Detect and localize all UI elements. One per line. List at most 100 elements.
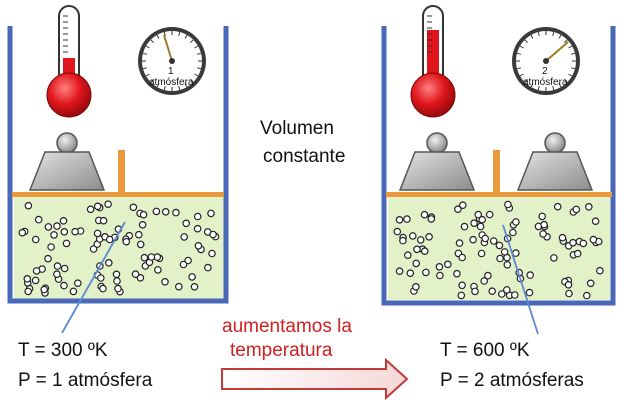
gas-particle	[553, 202, 562, 211]
left-pointer-line	[61, 221, 126, 334]
gas-particle	[44, 254, 52, 263]
gas-particle	[180, 233, 189, 241]
right-pressure: P = 2 atmósferas	[440, 370, 584, 391]
gas-particle	[420, 247, 429, 256]
gas-particle	[416, 236, 425, 244]
gas-particle	[207, 209, 215, 218]
gas-particle	[504, 200, 512, 209]
gas-particle	[122, 237, 131, 246]
gas-particle	[172, 208, 180, 217]
gas-particle	[564, 280, 573, 289]
left-gauge-value: 1	[168, 66, 174, 77]
gas-particle	[457, 291, 466, 300]
gas-particle	[488, 287, 497, 296]
right-pressure-gauge	[512, 27, 580, 95]
gas-particle	[60, 281, 68, 290]
gas-particle	[24, 287, 33, 296]
gas-particle	[408, 232, 417, 240]
gas-particle	[422, 268, 430, 277]
gas-particle	[589, 235, 598, 244]
gas-particle	[540, 220, 548, 229]
gas-particle	[550, 254, 558, 262]
gas-particle	[403, 215, 411, 223]
gas-particle	[74, 279, 82, 288]
gas-particle	[23, 274, 32, 283]
left-container	[7, 26, 229, 304]
left-piston	[12, 192, 224, 197]
gas-particle	[460, 222, 469, 231]
gas-particle	[395, 267, 404, 276]
gas-particle	[582, 291, 591, 300]
gas-particle	[436, 271, 444, 280]
gas-particle	[512, 218, 520, 226]
gas-particle	[412, 259, 421, 268]
left-pressure-gauge	[138, 27, 206, 95]
gas-particle	[50, 231, 58, 239]
gas-particle	[62, 239, 71, 248]
gas-particle	[204, 263, 212, 272]
right-temperature: T = 600 ºK	[440, 340, 530, 361]
gas-particle	[525, 288, 534, 297]
gas-particle	[161, 208, 170, 216]
gas-particle	[53, 262, 62, 270]
arrow-label-line2: temperatura	[230, 340, 333, 361]
right-gauge-unit: atmósfera	[523, 77, 568, 88]
gas-particle	[184, 256, 192, 265]
gas-particle	[558, 233, 567, 242]
gas-particle	[129, 203, 138, 212]
gas-particle	[503, 260, 512, 269]
gas-particle	[496, 254, 504, 263]
gas-particle	[113, 277, 121, 285]
gas-particle	[471, 287, 479, 296]
gas-particle	[427, 215, 436, 223]
gas-particle	[393, 227, 402, 236]
gas-particle	[469, 235, 477, 244]
gas-particle	[69, 287, 78, 296]
gas-particle	[193, 212, 202, 221]
gas-particle	[569, 238, 577, 247]
gas-particle	[112, 270, 121, 279]
gas-particle	[453, 269, 461, 278]
gas-particle	[579, 239, 588, 248]
gas-particle	[86, 205, 95, 214]
gas-particle	[71, 227, 79, 236]
left-gauge-needle	[163, 34, 173, 62]
gas-particle	[136, 273, 145, 282]
gas-particle	[190, 282, 199, 291]
gas-particle	[175, 282, 183, 291]
gas-particle	[161, 277, 169, 286]
right-gauge-value: 2	[542, 66, 548, 77]
gas-particle	[209, 230, 217, 239]
volume-label-line1: Volumen	[260, 118, 334, 139]
right-weight-2	[516, 132, 594, 191]
gas-particle	[104, 200, 112, 209]
gas-particle	[509, 228, 517, 237]
gas-particle	[18, 228, 27, 237]
right-gauge-needle	[545, 41, 569, 62]
left-pressure: P = 1 atmósfera	[18, 370, 153, 391]
gas-particle	[97, 274, 105, 282]
gas-particle	[420, 210, 429, 219]
gas-particle	[105, 235, 114, 244]
gas-particle	[458, 253, 467, 262]
gas-particle	[53, 222, 61, 230]
gas-particle	[502, 286, 511, 294]
left-piston-rod	[118, 150, 125, 193]
right-pointer-line	[502, 224, 539, 335]
gas-particle	[34, 215, 43, 224]
volume-label-line2: constante	[263, 146, 346, 167]
gas-particle	[584, 203, 593, 211]
left-gas-particles	[18, 200, 220, 297]
gas-particle	[480, 277, 489, 285]
gas-particle	[147, 253, 156, 261]
gas-particle	[481, 234, 490, 243]
gas-particle	[139, 210, 148, 219]
gas-particle	[152, 207, 161, 216]
gas-particle	[59, 217, 68, 225]
right-weight-1	[398, 132, 476, 191]
gas-particle	[538, 212, 547, 221]
gas-particle	[60, 228, 69, 236]
gas-particle	[99, 284, 107, 293]
gas-particle	[44, 223, 53, 231]
